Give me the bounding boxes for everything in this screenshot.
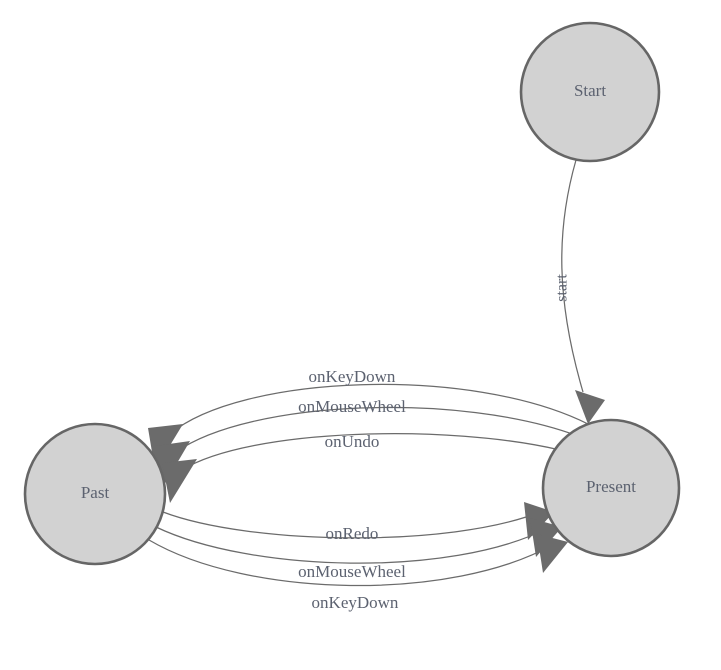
node-past[interactable]: Past bbox=[23, 422, 167, 566]
edge-label-start: start bbox=[554, 274, 571, 302]
node-present-circle bbox=[541, 418, 681, 558]
edge-present-past-onundo-path bbox=[181, 433, 561, 471]
node-start-circle bbox=[519, 21, 661, 163]
edge-start-arrowhead bbox=[575, 390, 605, 424]
edge-present-past-onundo-arrowhead bbox=[162, 459, 197, 503]
node-start[interactable]: Start bbox=[519, 21, 661, 163]
node-present[interactable]: Present bbox=[541, 418, 681, 558]
node-past-circle bbox=[23, 422, 167, 566]
edge-label-present-past-onmousewheel: onMouseWheel bbox=[298, 397, 406, 416]
edge-label-past-present-onredo: onRedo bbox=[326, 524, 379, 543]
edge-present-past-onkeydown-path bbox=[169, 383, 589, 435]
edge-label-past-present-onkeydown: onKeyDown bbox=[312, 593, 399, 612]
edge-present-past-onundo[interactable] bbox=[162, 433, 561, 503]
edge-present-past-onmousewheel-path bbox=[175, 406, 579, 453]
edge-start-path bbox=[561, 159, 584, 393]
edge-label-past-present-onmousewheel: onMouseWheel bbox=[298, 562, 406, 581]
edge-layer bbox=[148, 159, 605, 587]
node-start-label: Start bbox=[574, 81, 606, 100]
node-present-label: Present bbox=[586, 477, 636, 496]
edge-past-present-onkeydown-path bbox=[148, 539, 555, 587]
edge-past-present-onkeydown-arrowhead bbox=[537, 534, 568, 573]
edge-label-layer: start onKeyDown onMouseWheel onUndo onRe… bbox=[298, 274, 570, 612]
edge-label-present-past-onundo: onUndo bbox=[325, 432, 380, 451]
edge-start[interactable] bbox=[561, 159, 605, 424]
edge-past-present-onredo-path bbox=[162, 511, 541, 539]
edge-label-present-past-onkeydown: onKeyDown bbox=[309, 367, 396, 386]
node-past-label: Past bbox=[81, 483, 110, 502]
edge-past-present-onmousewheel-path bbox=[155, 526, 549, 564]
node-layer: Start Past Present bbox=[23, 21, 681, 566]
edge-past-present-onkeydown[interactable] bbox=[148, 534, 568, 587]
